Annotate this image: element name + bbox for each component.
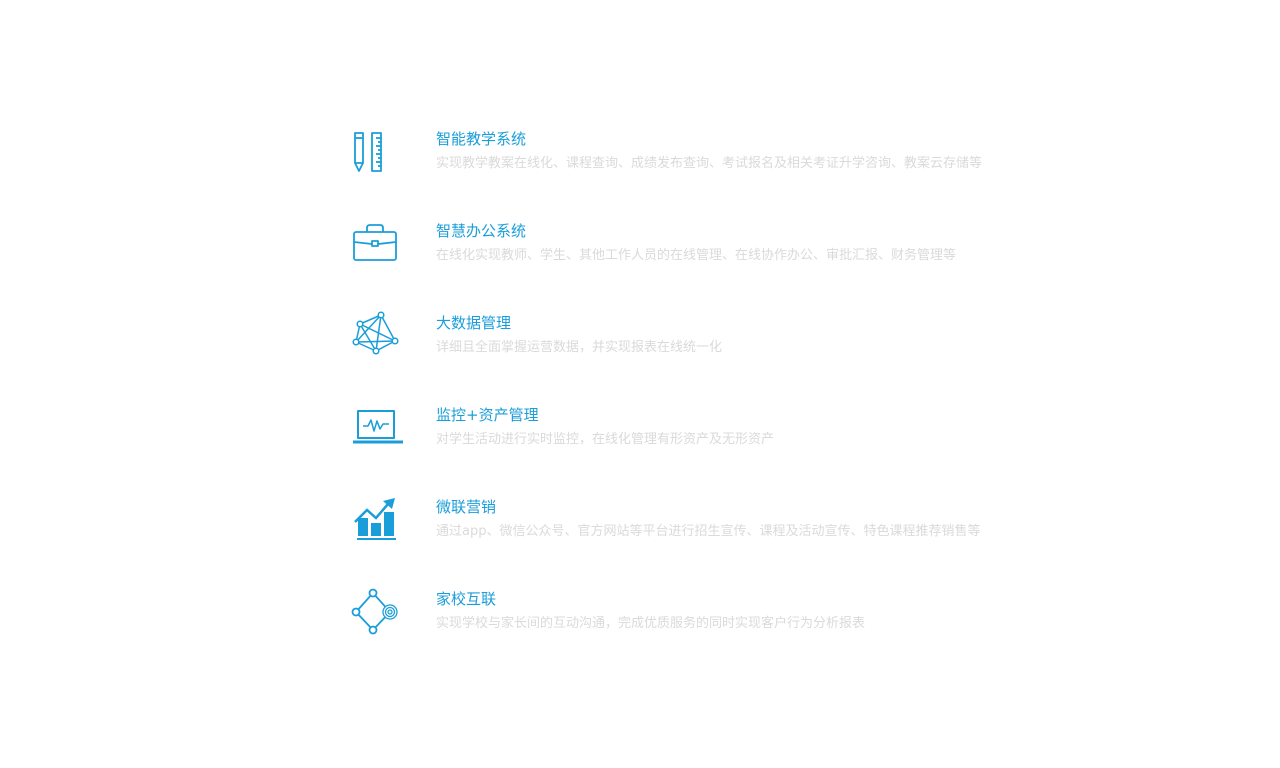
feature-wei-marketing[interactable]: 微联营销 通过app、微信公众号、官方网站等平台进行招生宣传、课程及活动宣传、特… (340, 488, 1060, 580)
feature-title[interactable]: 家校互联 (436, 590, 497, 608)
feature-big-data[interactable]: 大数据管理 详细且全面掌握运营数据，并实现报表在线统一化 (340, 304, 1060, 396)
connection-diamond-icon (346, 588, 400, 636)
feature-smart-teaching[interactable]: 智能教学系统 实现教学教案在线化、课程查询、成绩发布查询、考试报名及相关考证升学… (340, 120, 1060, 212)
feature-title[interactable]: 智慧办公系统 (436, 222, 527, 240)
network-graph-icon (346, 311, 400, 360)
feature-title[interactable]: 监控+资产管理 (436, 406, 539, 424)
feature-description: 实现教学教案在线化、课程查询、成绩发布查询、考试报名及相关考证升学咨询、教案云存… (436, 156, 983, 171)
feature-description: 通过app、微信公众号、官方网站等平台进行招生宣传、课程及活动宣传、特色课程推荐… (436, 524, 981, 539)
feature-description: 在线化实现教师、学生、其他工作人员的在线管理、在线协作办公、审批汇报、财务管理等 (436, 248, 957, 263)
feature-description: 实现学校与家长间的互动沟通，完成优质服务的同时实现客户行为分析报表 (436, 616, 866, 631)
feature-description: 对学生活动进行实时监控，在线化管理有形资产及无形资产 (436, 432, 775, 447)
feature-description: 详细且全面掌握运营数据，并实现报表在线统一化 (436, 340, 723, 355)
feature-monitoring-assets[interactable]: 监控+资产管理 对学生活动进行实时监控，在线化管理有形资产及无形资产 (340, 396, 1060, 488)
pencil-ruler-icon (346, 128, 400, 176)
feature-home-school[interactable]: 家校互联 实现学校与家长间的互动沟通，完成优质服务的同时实现客户行为分析报表 (340, 580, 1060, 672)
feature-title[interactable]: 大数据管理 (436, 314, 512, 332)
growth-chart-icon (346, 496, 400, 544)
feature-smart-office[interactable]: 智慧办公系统 在线化实现教师、学生、其他工作人员的在线管理、在线协作办公、审批汇… (340, 212, 1060, 304)
briefcase-icon (346, 220, 400, 268)
feature-title[interactable]: 智能教学系统 (436, 130, 527, 148)
feature-list: 智能教学系统 实现教学教案在线化、课程查询、成绩发布查询、考试报名及相关考证升学… (340, 120, 1060, 672)
feature-title[interactable]: 微联营销 (436, 498, 497, 516)
laptop-monitor-icon (346, 404, 403, 452)
